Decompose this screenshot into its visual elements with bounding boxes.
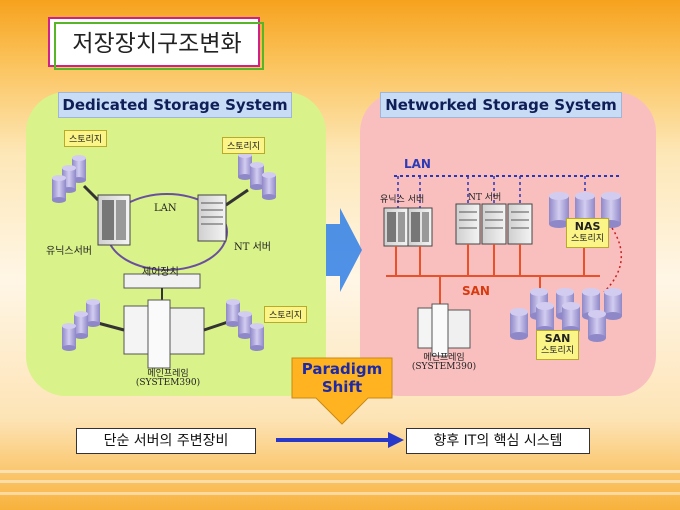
unix-server-label-right: 유닉스 서버	[380, 195, 425, 205]
bottom-arrow-head	[388, 432, 404, 448]
lan-label: LAN	[154, 203, 177, 214]
san-storage-tag: SAN 스토리지	[536, 330, 580, 360]
page-title: 저장장치구조변화	[72, 31, 242, 57]
san-subtitle: 스토리지	[541, 346, 575, 356]
nas-storage	[549, 192, 621, 228]
nas-title: NAS	[574, 220, 601, 233]
controller-label: 제어장치	[142, 267, 179, 278]
nt-servers-right	[455, 203, 533, 245]
paradigm-shift-text: Paradigm Shift	[292, 360, 392, 396]
nt-server-left	[197, 194, 227, 242]
bottom-right-statement: 향후 IT의 핵심 시스템	[406, 428, 590, 454]
bg-stripe	[0, 470, 680, 473]
storage-cluster-topright	[238, 152, 276, 200]
lan-label-right: LAN	[404, 157, 431, 171]
nt-server-label-right: NT 서버	[468, 193, 502, 203]
storage-tag: 스토리지	[64, 130, 108, 147]
bottom-left-statement: 단순 서버의 주변장비	[76, 428, 256, 454]
unix-server-left	[97, 194, 131, 246]
bg-stripe	[0, 480, 680, 483]
storage-cluster-bottomleft	[62, 299, 100, 351]
san-title: SAN	[544, 332, 571, 345]
dedicated-header: Dedicated Storage System	[58, 92, 292, 118]
mainframe-right	[417, 303, 471, 357]
nt-server-label: NT 서버	[234, 242, 271, 253]
title-frame-inner	[54, 22, 264, 70]
mainframe-label: 메인프레임	[147, 369, 189, 379]
nas-subtitle: 스토리지	[571, 234, 605, 244]
networked-header: Networked Storage System	[380, 92, 622, 118]
mainframe-left	[123, 299, 205, 369]
mainframe-model-right: (SYSTEM390)	[411, 362, 477, 372]
storage-cluster-topleft	[52, 155, 86, 203]
storage-cluster-bottomright	[226, 299, 264, 351]
unix-servers-right	[383, 207, 433, 247]
storage-tag: 스토리지	[264, 306, 308, 323]
bg-stripe	[0, 492, 680, 495]
mainframe-model: (SYSTEM390)	[135, 378, 201, 388]
paradigm-line-2: Shift	[321, 378, 363, 396]
unix-server-label: 유닉스서버	[46, 246, 92, 257]
storage-tag: 스토리지	[222, 137, 266, 154]
san-label: SAN	[462, 284, 490, 298]
paradigm-line-1: Paradigm	[301, 360, 383, 378]
nas-tag: NAS 스토리지	[566, 218, 610, 248]
mainframe-label-right: 메인프레임	[423, 353, 465, 363]
paradigm-arrow	[291, 357, 393, 425]
transition-arrow	[326, 208, 362, 292]
title-frame-outer	[48, 17, 260, 67]
san-storage-cluster	[510, 288, 622, 342]
